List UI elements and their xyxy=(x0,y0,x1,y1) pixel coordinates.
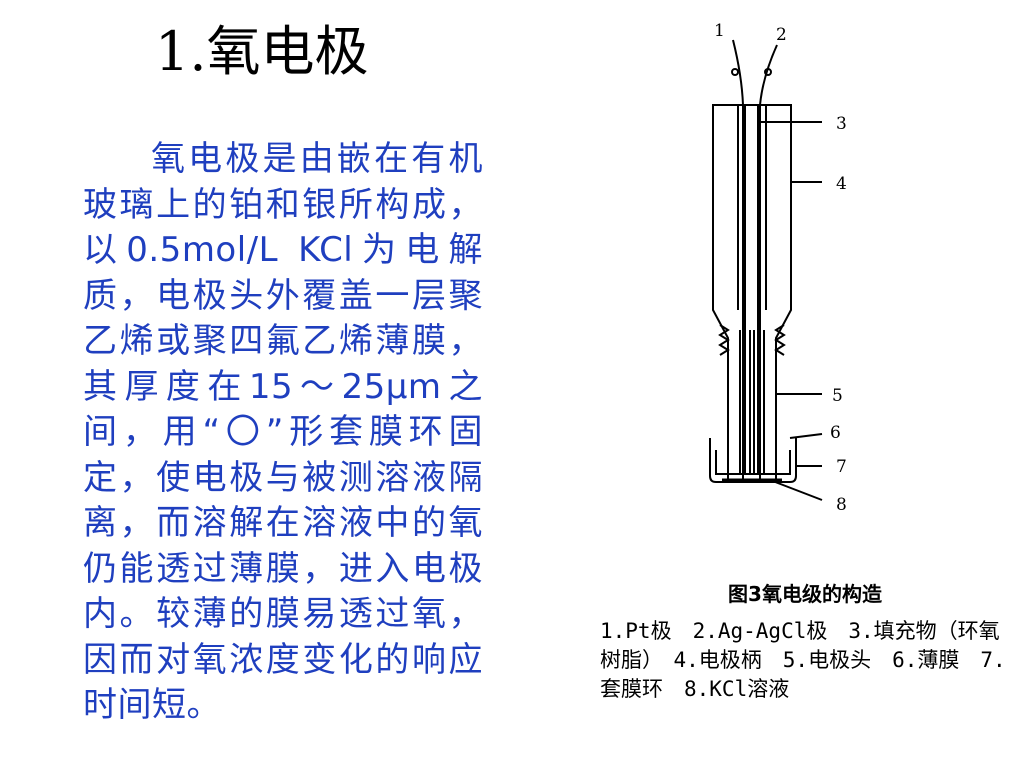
figure-caption: 图3氧电级的构造 xyxy=(728,582,882,606)
body-paragraph: 氧电极是由嵌在有机玻璃上的铂和银所构成，以0.5mol/L KCl为电解质，电极… xyxy=(83,139,483,725)
label-3: 3 xyxy=(836,114,847,134)
label-2: 2 xyxy=(776,25,787,45)
label-1: 1 xyxy=(714,21,725,41)
label-5: 5 xyxy=(832,386,843,406)
label-7: 7 xyxy=(836,457,847,477)
label-4: 4 xyxy=(836,174,847,194)
page-title: 1.氧电极 xyxy=(155,20,369,83)
label-6: 6 xyxy=(830,423,841,443)
figure-legend: 1.Pt极 2.Ag-AgCl极 3.填充物（环氧树脂） 4.电极柄 5.电极头… xyxy=(600,619,1006,701)
electrode-handle xyxy=(712,104,792,481)
label-8: 8 xyxy=(836,495,847,515)
thread-right xyxy=(774,324,786,356)
ag-lead-wire xyxy=(759,44,778,480)
membrane-ring xyxy=(709,438,797,483)
oxygen-electrode-diagram: 1 2 3 4 5 6 7 8 xyxy=(709,21,847,515)
thread-left xyxy=(718,324,730,356)
